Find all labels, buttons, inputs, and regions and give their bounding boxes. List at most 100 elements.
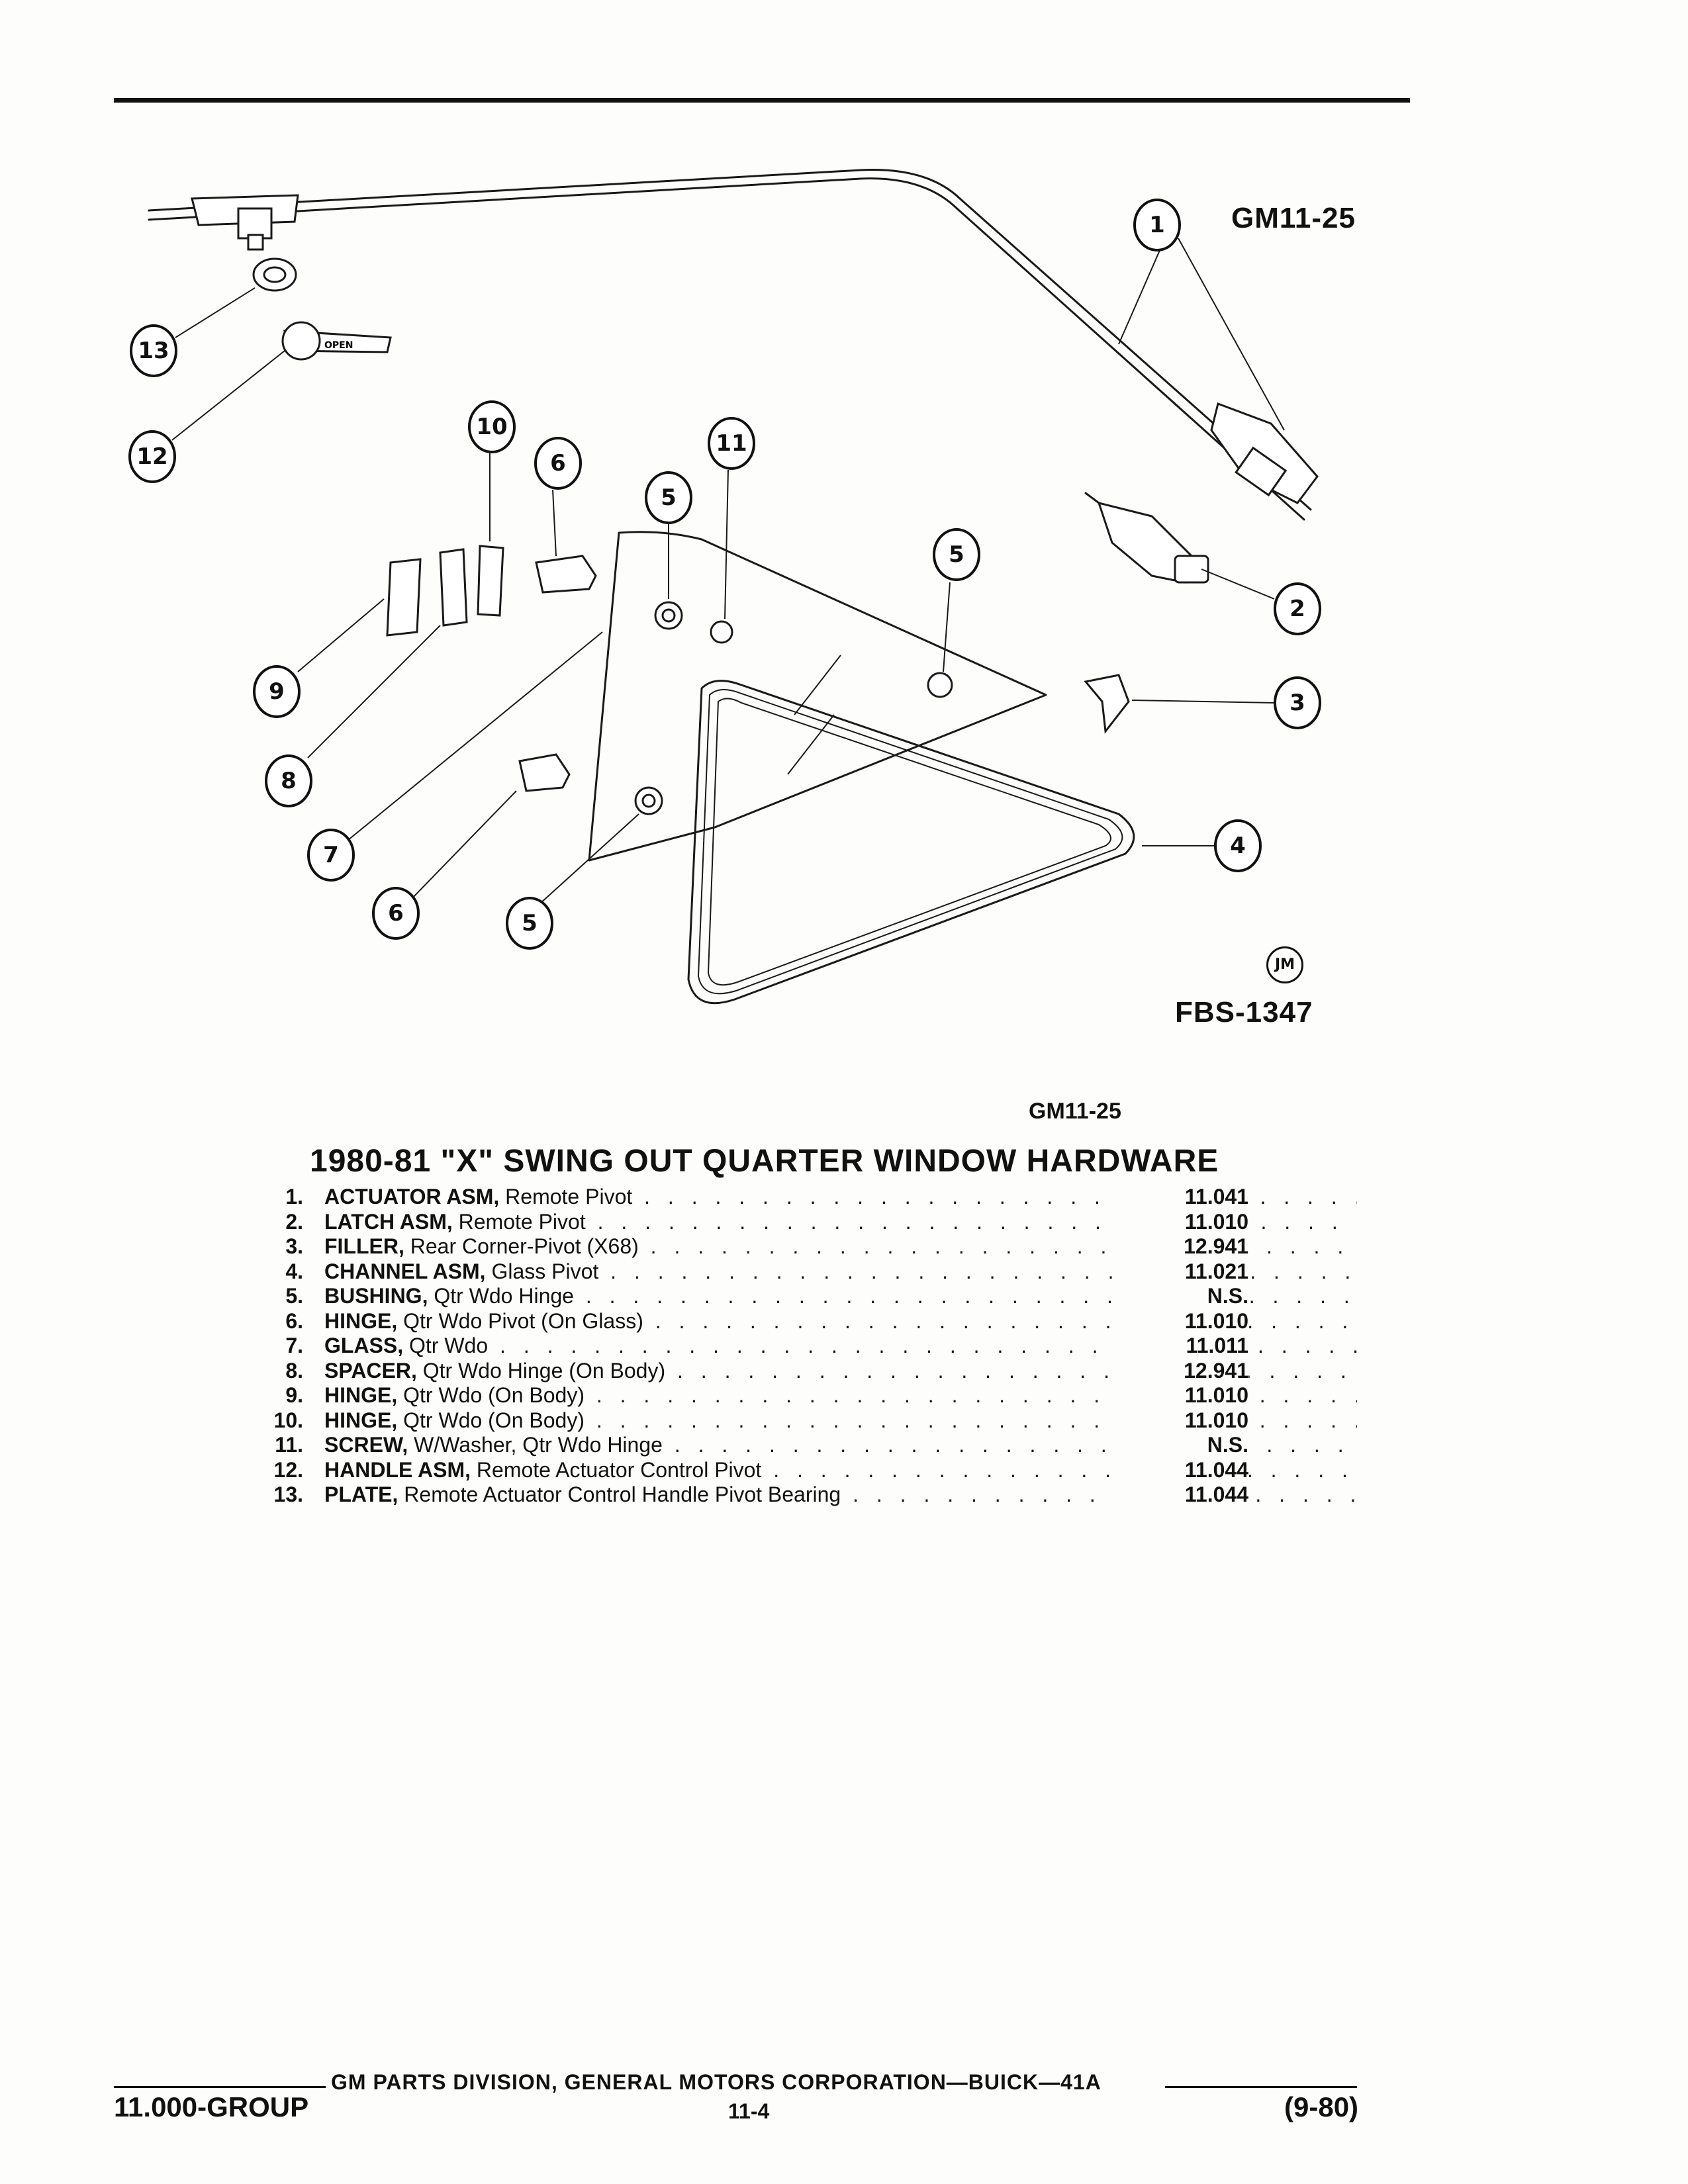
- dots-end: [1112, 1408, 1139, 1433]
- part-group-code: 11.044: [1139, 1457, 1248, 1482]
- part-name: PLATE,: [324, 1482, 399, 1506]
- part-group-code: N.S.: [1139, 1284, 1248, 1309]
- svg-text:1: 1: [1149, 212, 1165, 238]
- part-number: 4.: [285, 1259, 303, 1283]
- part-name: HINGE,: [324, 1308, 398, 1333]
- leader-dots: . . . . . . . . . . . . . . . . . . . . …: [650, 1234, 1357, 1258]
- callout-5-lower: 5: [506, 897, 553, 950]
- footer-publisher-line: GM PARTS DIVISION, GENERAL MOTORS CORPOR…: [331, 2070, 1102, 2094]
- part-detail: Rear Corner-Pivot (X68): [410, 1234, 639, 1258]
- part-description: PLATE, Remote Actuator Control Handle Pi…: [324, 1482, 1357, 1508]
- part-number: 12.: [273, 1457, 303, 1482]
- diagram-reference-top: GM11-25: [1231, 202, 1356, 234]
- part-group-code: 11.011: [1139, 1334, 1248, 1359]
- part-detail: Qtr Wdo Hinge (On Body): [422, 1358, 666, 1383]
- part-group-code: 11.010: [1139, 1209, 1248, 1234]
- part-detail: Remote Pivot: [458, 1209, 586, 1234]
- part-row: 1.ACTUATOR ASM, Remote Pivot . . . . . .…: [252, 1185, 1357, 1210]
- callout-10: 10: [468, 400, 516, 453]
- part-group-code: 11.044: [1139, 1482, 1248, 1508]
- svg-text:6: 6: [550, 450, 566, 477]
- part-detail: Remote Actuator Control Handle Pivot Bea…: [404, 1482, 841, 1506]
- part-name: CHANNEL ASM,: [324, 1259, 486, 1283]
- part-row: 3.FILLER, Rear Corner-Pivot (X68) . . . …: [252, 1234, 1357, 1259]
- dots-end: [1112, 1383, 1139, 1408]
- part-group-code: 11.010: [1139, 1308, 1248, 1334]
- part-number: 9.: [285, 1383, 303, 1407]
- part-group-code: 11.010: [1139, 1383, 1248, 1408]
- leader-lines: [171, 238, 1285, 911]
- callout-3: 3: [1274, 676, 1321, 729]
- part-name: ACTUATOR ASM,: [324, 1185, 500, 1208]
- footer-date: (9-80): [1284, 2091, 1359, 2122]
- callout-4: 4: [1214, 819, 1262, 872]
- callout-9: 9: [253, 665, 301, 718]
- part-description: HANDLE ASM, Remote Actuator Control Pivo…: [324, 1458, 1357, 1483]
- part-row: 2.LATCH ASM, Remote Pivot . . . . . . . …: [252, 1209, 1357, 1234]
- actuator-assembly-drawing: [148, 169, 1319, 521]
- svg-text:2: 2: [1289, 596, 1305, 622]
- part-number: 6.: [285, 1308, 303, 1333]
- part-number: 11.: [275, 1433, 303, 1457]
- latch-assembly-drawing: [1084, 492, 1209, 584]
- svg-text:8: 8: [281, 768, 297, 794]
- quarter-glass-drawing: [588, 531, 1047, 862]
- part-row: 10.HINGE, Qtr Wdo (On Body) . . . . . . …: [252, 1408, 1357, 1433]
- leader-dots: . . . . . . . . . . . . . . . . . . . . …: [853, 1482, 1357, 1506]
- dots-end: [1112, 1457, 1139, 1482]
- dots-end: [1112, 1334, 1139, 1359]
- part-number: 13.: [273, 1482, 303, 1506]
- part-name: HINGE,: [324, 1383, 398, 1407]
- footer-rule-right: [1165, 2086, 1357, 2088]
- part-detail: Glass Pivot: [491, 1259, 599, 1283]
- leader-dots: . . . . . . . . . . . . . . . . . . . . …: [677, 1358, 1357, 1383]
- callout-2: 2: [1274, 582, 1321, 635]
- part-detail: Remote Actuator Control Pivot: [476, 1457, 762, 1482]
- callout-5-upper: 5: [645, 471, 692, 524]
- callout-1: 1: [1133, 199, 1181, 251]
- bearing-plate-drawing: [252, 257, 297, 292]
- exploded-parts-diagram: OPEN: [128, 169, 1356, 1028]
- part-number: 1.: [285, 1185, 303, 1208]
- part-description: SCREW, W/Washer, Qtr Wdo Hinge . . . . .…: [324, 1433, 1357, 1458]
- leader-dots: . . . . . . . . . . . . . . . . . . . . …: [773, 1457, 1357, 1482]
- dots-end: [1112, 1284, 1139, 1309]
- dots-end: [1112, 1259, 1139, 1284]
- part-detail: Qtr Wdo: [409, 1334, 489, 1357]
- dots-end: [1112, 1358, 1139, 1383]
- part-group-code: 11.021: [1139, 1259, 1248, 1284]
- part-group-code: 11.041: [1139, 1185, 1248, 1210]
- part-name: HINGE,: [324, 1408, 398, 1432]
- handle-open-label: OPEN: [324, 340, 353, 351]
- part-detail: Qtr Wdo (On Body): [403, 1383, 585, 1407]
- part-row: 13. PLATE, Remote Actuator Control Handle…: [252, 1482, 1357, 1508]
- part-name: LATCH ASM,: [324, 1209, 453, 1234]
- part-name: HANDLE ASM,: [324, 1457, 471, 1482]
- svg-text:12: 12: [136, 443, 167, 470]
- callout-6-lower: 6: [372, 887, 420, 940]
- svg-text:3: 3: [1289, 690, 1305, 716]
- channel-assembly-drawing: [687, 680, 1135, 1005]
- part-name: SPACER,: [324, 1358, 417, 1383]
- leader-dots: . . . . . . . . . . . . . . . . . . . . …: [674, 1433, 1357, 1457]
- part-group-code: N.S.: [1139, 1433, 1248, 1458]
- dots-end: [1112, 1308, 1139, 1334]
- svg-text:5: 5: [522, 910, 538, 936]
- filler-drawing: [1084, 674, 1130, 734]
- svg-text:7: 7: [323, 842, 339, 868]
- part-row: 12. HANDLE ASM, Remote Actuator Control P…: [252, 1457, 1357, 1482]
- part-detail: Remote Pivot: [505, 1185, 633, 1208]
- dots-end: [1112, 1209, 1139, 1234]
- leader-dots: . . . . . . . . . . . . . . . . . . . . …: [655, 1308, 1357, 1333]
- part-name: SCREW,: [324, 1433, 408, 1457]
- callout-6-upper: 6: [534, 437, 582, 490]
- footer-rule-left: [114, 2086, 326, 2088]
- svg-text:9: 9: [269, 678, 285, 705]
- control-handle-drawing: OPEN: [281, 321, 392, 361]
- svg-text:13: 13: [138, 338, 169, 364]
- svg-text:5: 5: [661, 484, 677, 511]
- dots-end: [1112, 1234, 1139, 1259]
- part-name: GLASS,: [324, 1334, 404, 1357]
- svg-text:4: 4: [1230, 833, 1246, 859]
- part-group-code: 12.941: [1139, 1358, 1248, 1383]
